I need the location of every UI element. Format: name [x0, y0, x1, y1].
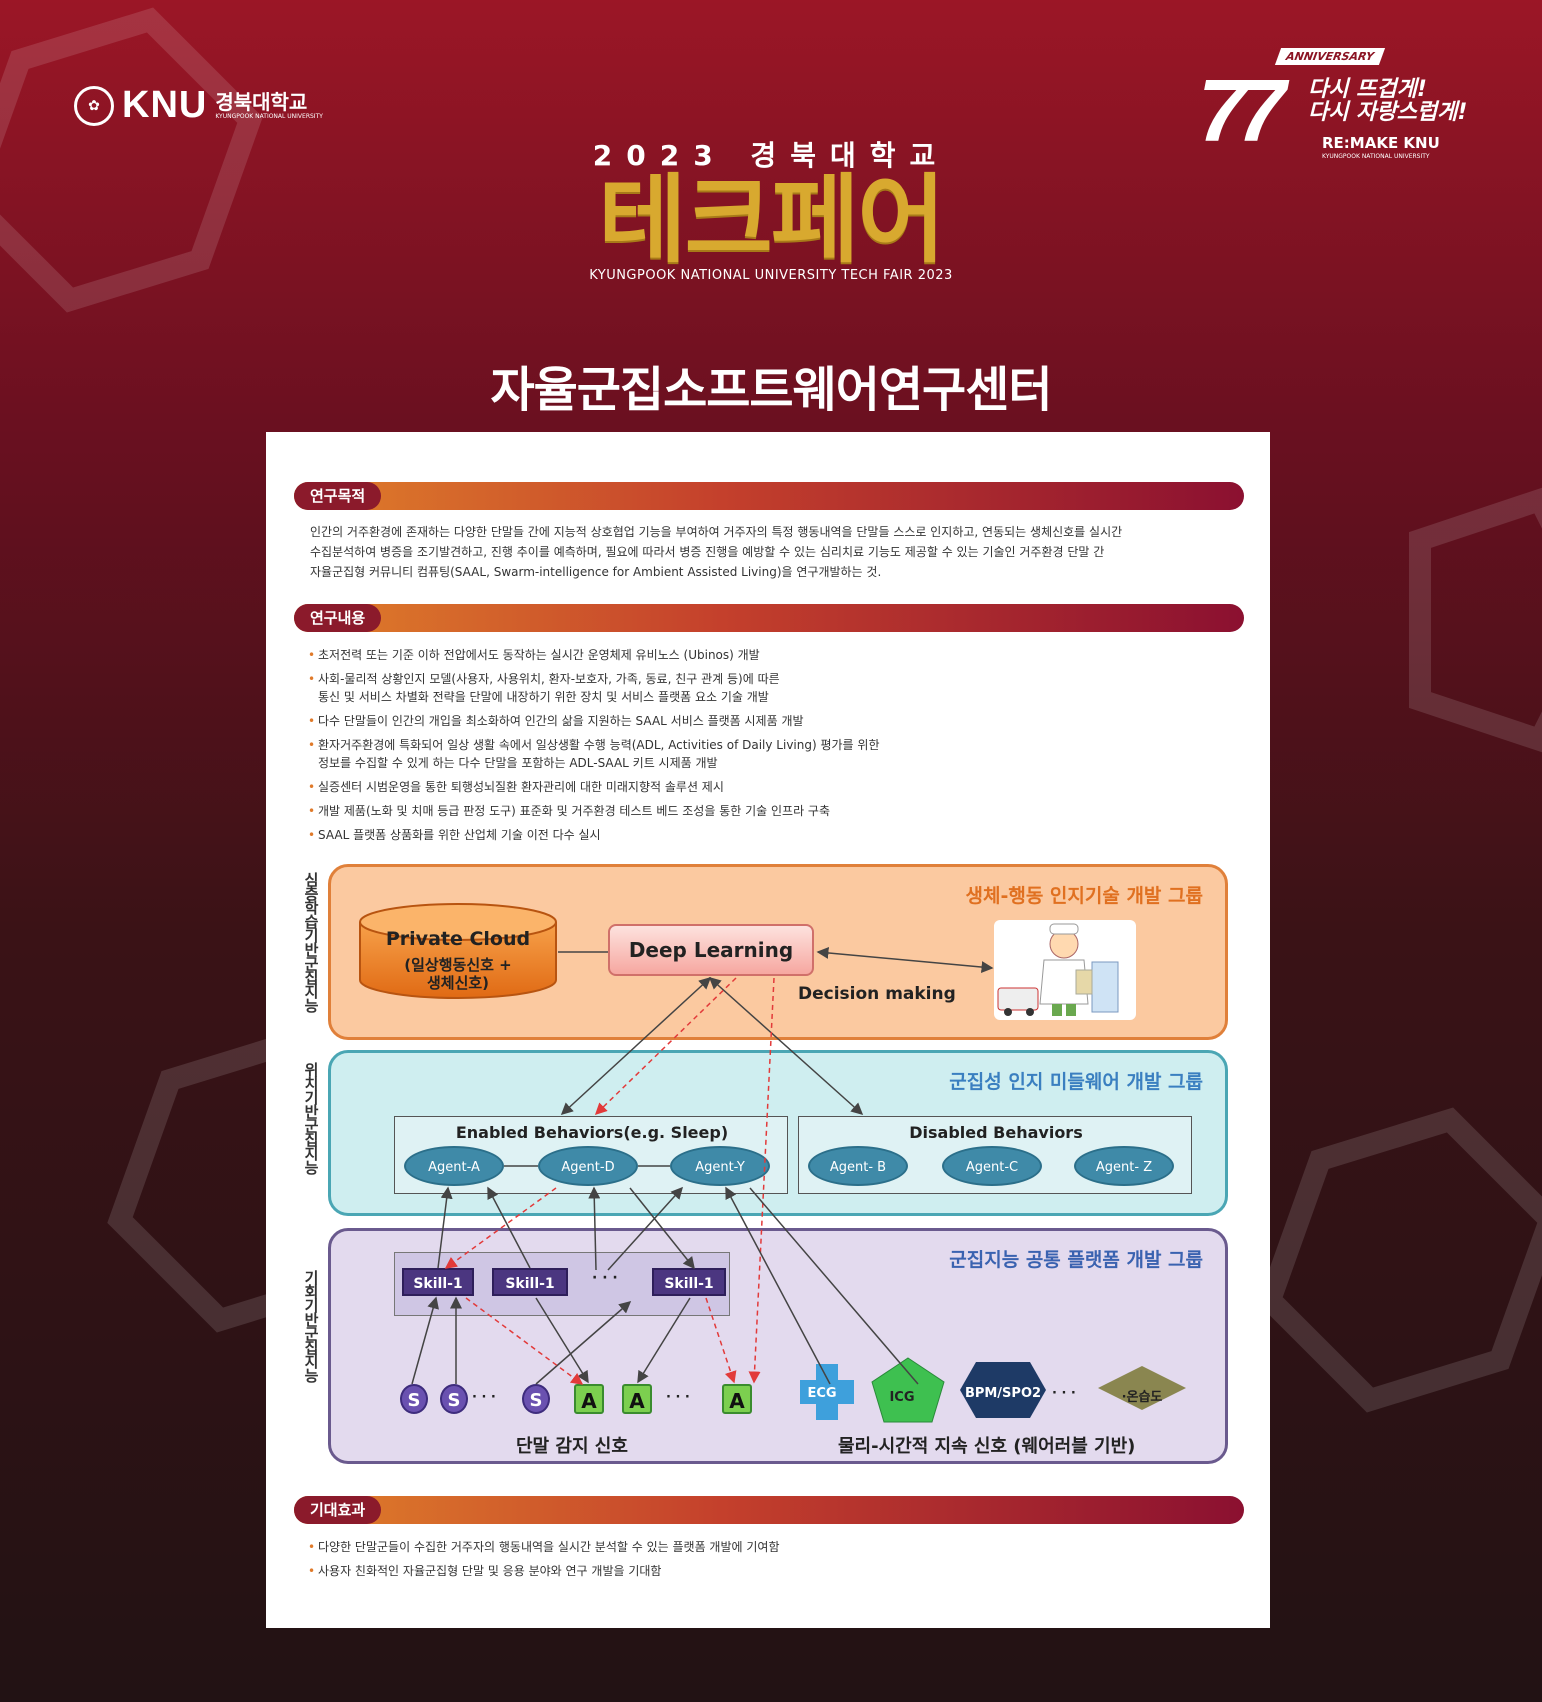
anniversary-slogan-line1: 다시 뜨겁게!	[1308, 77, 1427, 102]
knu-wordmark: KNU	[122, 84, 208, 126]
group-bio-behavior-title: 생체-행동 인지기술 개발 그룹	[965, 885, 1204, 907]
purpose-line: 인간의 거주환경에 존재하는 다양한 단말들 간에 지능적 상호협업 기능을 부…	[310, 525, 1123, 539]
list-item: 초저전력 또는 기준 이하 전압에서도 동작하는 실시간 운영체제 유비노스 (…	[308, 646, 1208, 664]
anniversary-logo: 77 ANNIVERSARY 다시 뜨겁게! 다시 자랑스럽게! RE:MAKE…	[1198, 48, 1488, 168]
agent-c-node: Agent-C	[942, 1146, 1042, 1186]
list-item: 사회-물리적 상황인지 모델(사용자, 사용위치, 환자-보호자, 가족, 동료…	[308, 670, 1208, 706]
agent-y-node: Agent-Y	[670, 1146, 770, 1186]
center-title: 자율군집소프트웨어연구센터	[490, 362, 1052, 418]
tech-fair-title: 테크페어	[598, 164, 945, 276]
disabled-behaviors-label: Disabled Behaviors	[909, 1123, 1083, 1142]
wearable-signal-label: 물리-시간적 지속 신호 (웨어러블 기반)	[838, 1436, 1136, 1457]
group-middleware-title: 군집성 인지 미들웨어 개발 그룹	[949, 1071, 1203, 1093]
agent-b-node: Agent- B	[808, 1146, 908, 1186]
section-tag-purpose: 연구목적	[294, 482, 382, 510]
list-item: 환자거주환경에 특화되어 일상 생활 속에서 일상생활 수행 능력(ADL, A…	[308, 736, 1208, 772]
icg-sensor: ICG	[889, 1390, 915, 1405]
remake-knu-text: RE:MAKE KNU	[1322, 134, 1440, 152]
section-tag-content: 연구내용	[294, 604, 382, 632]
list-item: SAAL 플랫폼 상품화를 위한 산업체 기술 이전 다수 실시	[308, 826, 1208, 844]
section-bar-effect: 기대효과	[294, 1496, 1244, 1524]
private-cloud-sub2: 생체신호)	[426, 974, 490, 992]
list-item: 다수 단말들이 인간의 개입을 최소화하여 인간의 삶을 지원하는 SAAL 서…	[308, 712, 1208, 730]
skill-node: Skill-1	[492, 1268, 568, 1296]
sensor-a-node: A	[622, 1384, 652, 1414]
anniversary-slogan-line2: 다시 자랑스럽게!	[1308, 100, 1468, 126]
agent-d-node: Agent-D	[538, 1146, 638, 1186]
anniversary-slogan: 다시 뜨겁게! 다시 자랑스럽게!	[1308, 78, 1467, 124]
bpm-spo2-sensor: BPM/SPO2	[964, 1386, 1042, 1401]
section-bar-content: 연구내용	[294, 604, 1244, 632]
list-item: 개발 제품(노화 및 치매 등급 판정 도구) 표준화 및 거주환경 테스트 베…	[308, 802, 1208, 820]
vlabel-opportunity: 기회기반군집지능	[302, 1270, 320, 1382]
private-cloud-cylinder	[359, 903, 557, 999]
diagram-connectors	[411, 946, 994, 1385]
terminal-signal-label: 단말 감지 신호	[516, 1436, 628, 1457]
list-item: 실증센터 시범운영을 통한 퇴행성뇌질환 환자관리에 대한 미래지향적 솔루션 …	[308, 778, 1208, 796]
knu-korean-name: 경북대학교	[215, 89, 308, 114]
purpose-line: 자율군집형 커뮤니티 컴퓨팅(SAAL, Swarm-intelligence …	[310, 565, 882, 579]
content-panel: 연구목적 인간의 거주환경에 존재하는 다양한 단말들 간에 지능적 상호협업 …	[266, 432, 1270, 1628]
private-cloud-sub1: (일상행동신호 +	[404, 956, 512, 974]
knu-logo: ✿ KNU 경북대학교 KYUNGPOOK NATIONAL UNIVERSIT…	[74, 84, 323, 127]
agent-a-node: Agent-A	[404, 1146, 504, 1186]
temp-humidity-sensor: ·온습도	[1121, 1390, 1163, 1405]
vlabel-location: 위치기반군집지능	[302, 1062, 320, 1174]
list-item: 다양한 단말군들이 수집한 거주자의 행동내역을 실시간 분석할 수 있는 플랫…	[308, 1538, 1208, 1556]
knu-english-small: KYUNGPOOK NATIONAL UNIVERSITY	[215, 112, 323, 120]
sensor-s-node: S	[522, 1384, 550, 1414]
anniversary-badge: ANNIVERSARY	[1274, 48, 1385, 65]
knu-seal-icon: ✿	[74, 85, 114, 126]
anniversary-number: 77	[1198, 61, 1286, 160]
vlabel-deep-learning: 심층학습기반군집지능	[302, 872, 320, 1012]
sensor-ellipsis: · · ·	[666, 1390, 690, 1405]
agent-z-node: Agent- Z	[1074, 1146, 1174, 1186]
skill-node: Skill-1	[402, 1268, 474, 1296]
list-item: 사용자 친화적인 자율군집형 단말 및 응용 분야와 연구 개발을 기대함	[308, 1562, 1208, 1580]
skills-ellipsis: · · ·	[592, 1270, 618, 1286]
doctor-illustration-icon	[994, 920, 1136, 1020]
wearable-ellipsis: · · ·	[1052, 1386, 1076, 1401]
group-platform-title: 군집지능 공통 플랫폼 개발 그룹	[949, 1249, 1203, 1271]
sensor-a-node: A	[722, 1384, 752, 1414]
sensor-s-node: S	[440, 1384, 468, 1414]
ecg-sensor: ECG	[807, 1386, 837, 1401]
section-tag-effect: 기대효과	[294, 1496, 382, 1524]
sensor-a-node: A	[574, 1384, 604, 1414]
deep-learning-box: Deep Learning	[608, 924, 814, 976]
tech-fair-english: KYUNGPOOK NATIONAL UNIVERSITY TECH FAIR …	[589, 268, 953, 283]
year-line: 2023 경북대학교	[592, 139, 950, 172]
private-cloud-title: Private Cloud	[385, 928, 531, 950]
section-bar-purpose: 연구목적	[294, 482, 1244, 510]
wearable-sensors-shapes	[800, 1357, 1186, 1423]
content-bullet-list: 초저전력 또는 기준 이하 전압에서도 동작하는 실시간 운영체제 유비노스 (…	[308, 646, 1208, 850]
enabled-behaviors-label: Enabled Behaviors(e.g. Sleep)	[455, 1123, 729, 1142]
sensor-s-node: S	[400, 1384, 428, 1414]
purpose-paragraph: 인간의 거주환경에 존재하는 다양한 단말들 간에 지능적 상호협업 기능을 부…	[310, 522, 1230, 582]
remake-knu-subtext: KYUNGPOOK NATIONAL UNIVERSITY	[1322, 153, 1430, 160]
sensor-ellipsis: · · ·	[472, 1390, 496, 1405]
purpose-line: 수집분석하여 병증을 조기발견하고, 진행 추이를 예측하며, 필요에 따라서 …	[310, 545, 1105, 559]
effect-bullet-list: 다양한 단말군들이 수집한 거주자의 행동내역을 실시간 분석할 수 있는 플랫…	[308, 1538, 1208, 1586]
